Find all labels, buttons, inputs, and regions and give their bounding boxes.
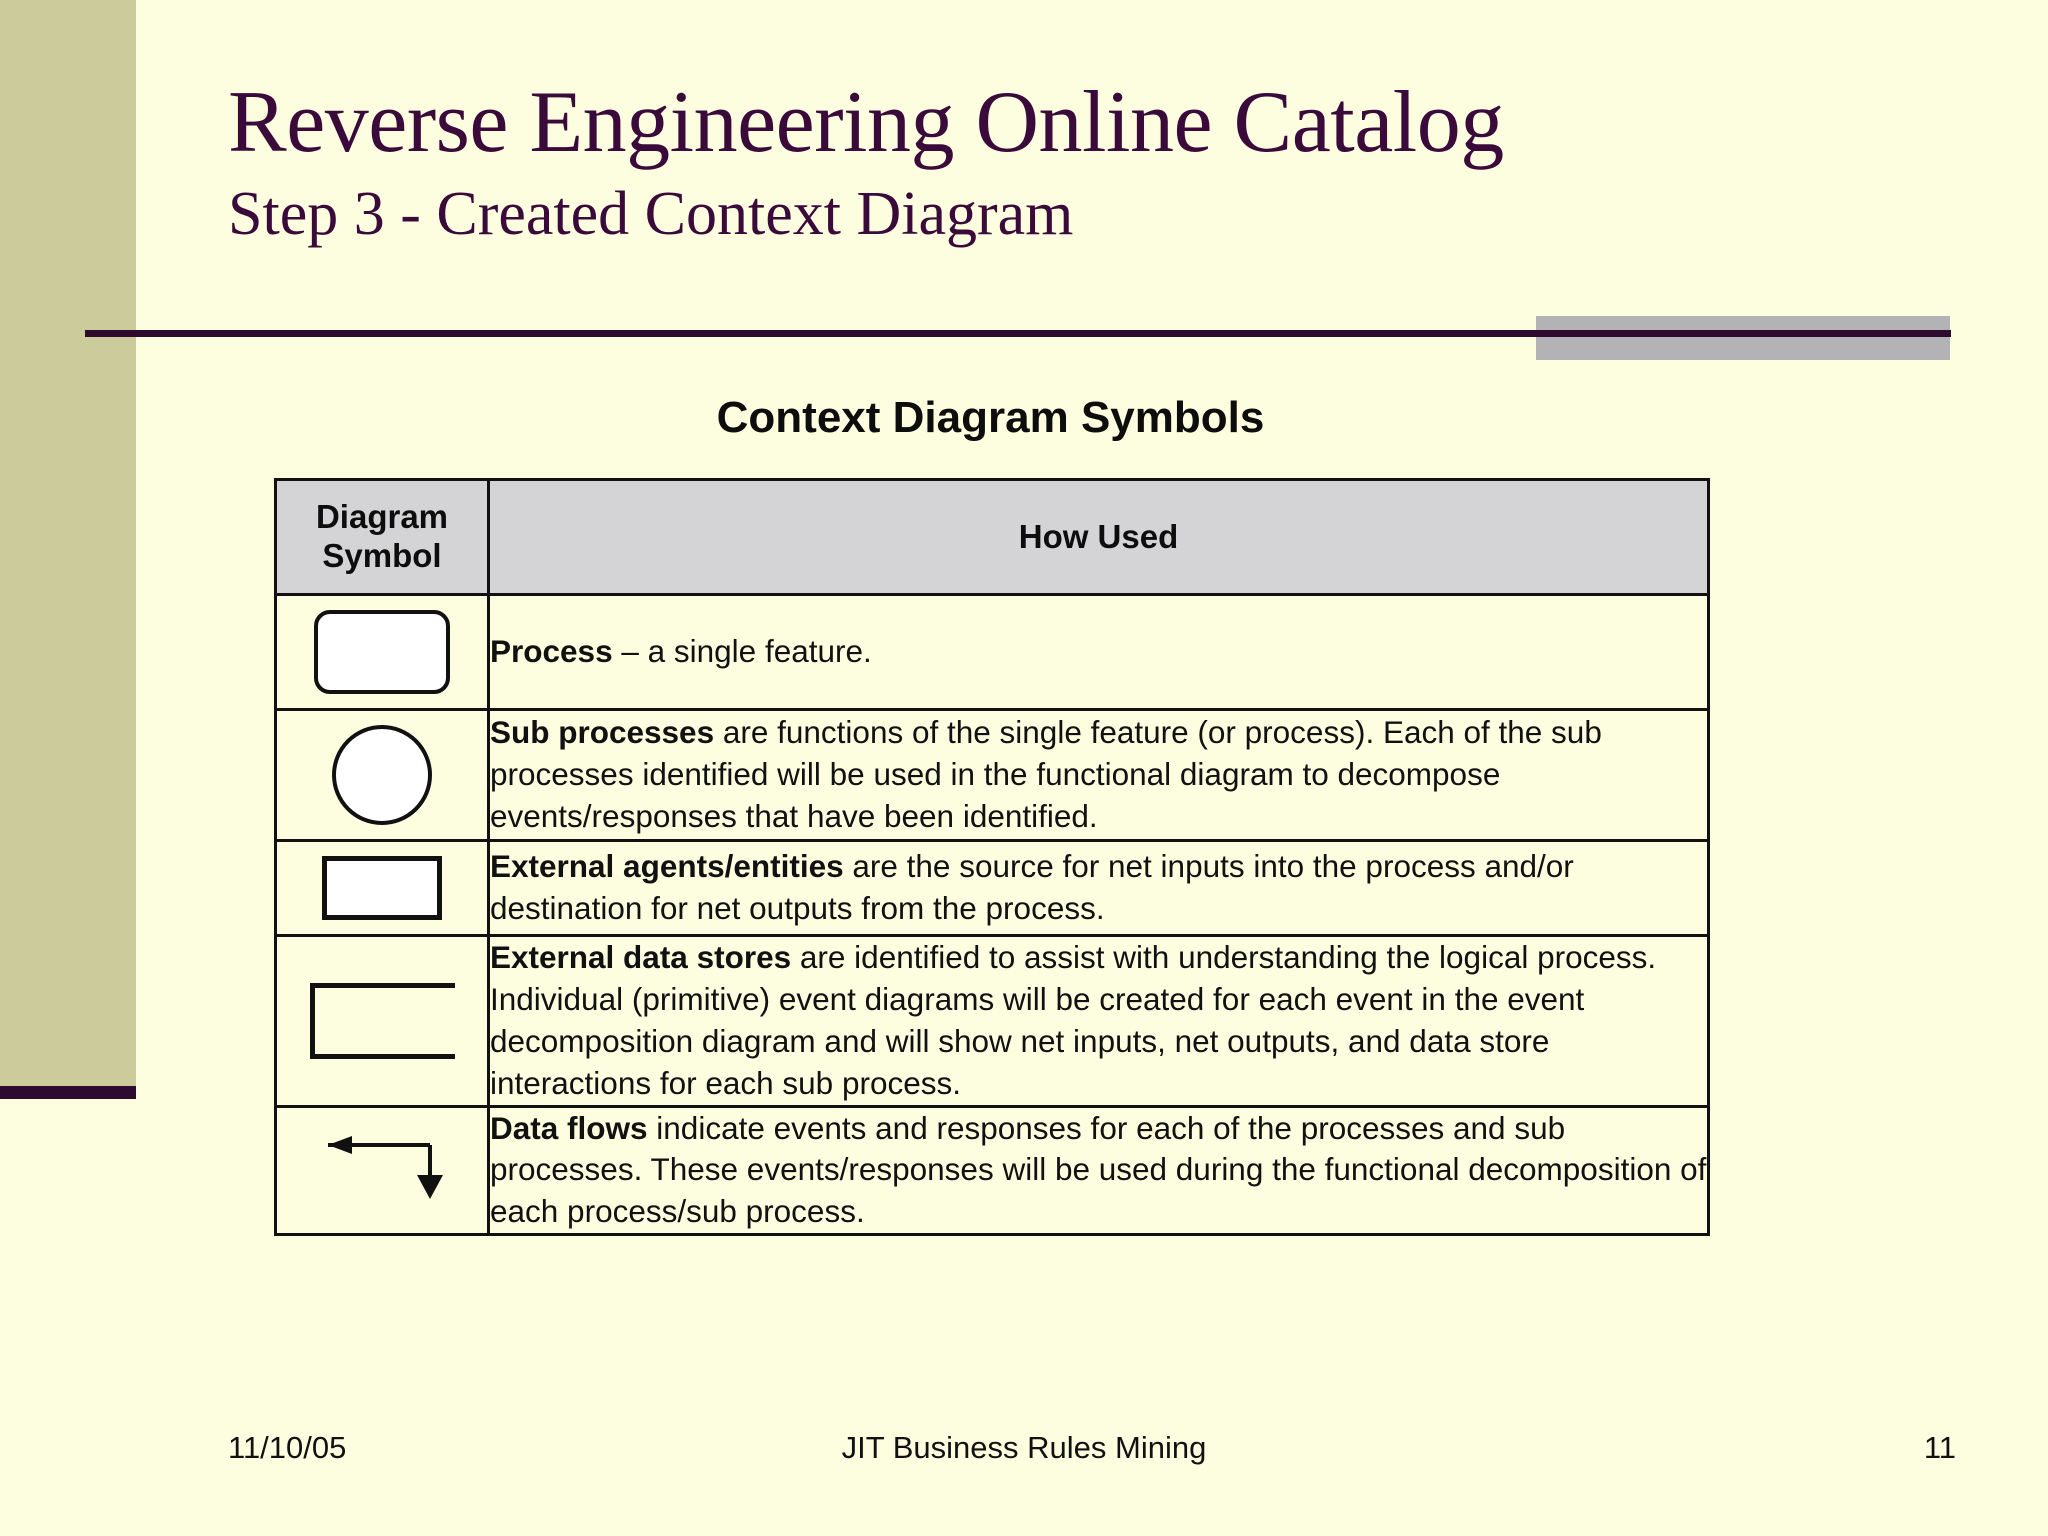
left-decorative-bar-accent <box>0 1086 136 1099</box>
description-cell-sub-processes: Sub processes are functions of the singl… <box>487 708 1710 842</box>
table-row: Data flows indicate events and responses… <box>274 1104 1710 1237</box>
symbol-cell-data-store <box>274 934 490 1108</box>
column-header-how-used: How Used <box>487 478 1710 596</box>
table-header-row: Diagram Symbol How Used <box>274 478 1710 596</box>
context-diagram-symbols-table: Diagram Symbol How Used Process – a sing… <box>274 478 1710 1237</box>
header-divider-rule <box>85 330 1951 337</box>
term-sub-processes: Sub processes <box>490 714 715 751</box>
left-decorative-bar <box>0 0 136 1086</box>
table-row: Sub processes are functions of the singl… <box>274 708 1710 842</box>
table-row: External agents/entities are the source … <box>274 839 1710 937</box>
term-process: Process <box>490 633 613 670</box>
term-external-agents: External agents/entities <box>490 848 844 885</box>
page-title: Reverse Engineering Online Catalog <box>228 74 1504 171</box>
page-subtitle: Step 3 - Created Context Diagram <box>228 179 1074 248</box>
open-rectangle-data-store-symbol <box>309 982 455 1059</box>
column-header-diagram-symbol: Diagram Symbol <box>274 478 490 596</box>
description-text-external-data-stores: are identified to assist with understand… <box>490 939 1657 1101</box>
symbol-cell-data-flow <box>274 1104 490 1237</box>
rounded-rectangle-symbol <box>314 610 450 694</box>
section-heading: Context Diagram Symbols <box>716 393 1265 442</box>
column-header-line-1: Diagram <box>315 498 449 536</box>
table-row: External data stores are identified to a… <box>274 934 1710 1108</box>
term-external-data-stores: External data stores <box>490 939 792 975</box>
description-text-data-flows: indicate events and responses for each o… <box>490 1109 1707 1230</box>
slide-footer: 11/10/05 JIT Business Rules Mining 11 <box>0 1430 2048 1476</box>
description-text-process: – a single feature. <box>612 633 872 670</box>
term-data-flows: Data flows <box>490 1109 648 1146</box>
title-block: Reverse Engineering Online Catalog Step … <box>228 78 1928 247</box>
rectangle-symbol <box>322 856 442 920</box>
description-cell-external-data-stores: External data stores are identified to a… <box>487 934 1710 1108</box>
data-flow-arrow-symbol <box>328 1136 443 1200</box>
description-text-external-agents: are the source for net inputs into the p… <box>490 848 1574 926</box>
footer-center-text: JIT Business Rules Mining <box>841 1430 1207 1465</box>
column-header-line-2: Symbol <box>322 537 442 574</box>
symbol-cell-sub-process <box>274 708 490 842</box>
description-cell-data-flows: Data flows indicate events and responses… <box>487 1104 1710 1237</box>
footer-date: 11/10/05 <box>228 1430 347 1465</box>
footer-page-number: 11 <box>1923 1430 1956 1465</box>
symbol-cell-process <box>274 593 490 711</box>
description-cell-external-agents: External agents/entities are the source … <box>487 839 1710 937</box>
description-text-sub-processes: are functions of the single feature (or … <box>490 714 1602 834</box>
symbol-cell-external-agent <box>274 839 490 937</box>
description-cell-process: Process – a single feature. <box>487 593 1710 711</box>
header-gray-accent-block <box>1536 316 1950 360</box>
circle-symbol <box>332 725 432 825</box>
table-row: Process – a single feature. <box>274 593 1710 711</box>
